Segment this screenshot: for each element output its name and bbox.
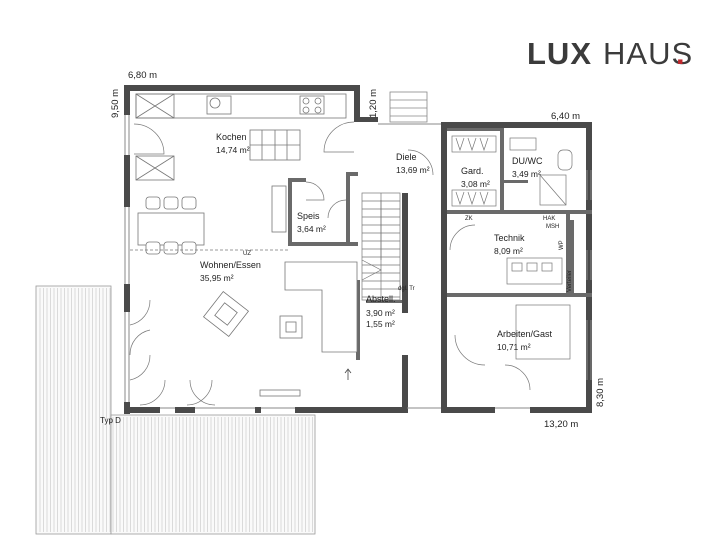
dim-left-side: 9,50 m [110,89,121,118]
room-technik-name: Technik [494,233,525,243]
room-gard-name: Gard. [461,166,484,176]
terrace [35,285,316,535]
room-wohnen-name: Wohnen/Essen [200,260,261,270]
staircase [361,192,401,301]
living-furniture [202,185,358,397]
label-hak: HAK [543,216,555,222]
dim-top-left: 6,80 m [128,70,157,81]
entry-arrow-icon [344,368,352,380]
dining-table [130,196,288,255]
label-zk: ZK [465,216,473,222]
label-dgl: dgl. Tr [398,286,415,292]
room-technik-area: 8,09 m² [494,246,523,256]
interior-walls [288,128,592,360]
room-abstell-area2: 1,55 m² [366,319,395,329]
dim-top-right: 6,40 m [551,111,580,122]
doors [129,121,531,406]
brand-logo: LUX HAUS . [0,0,720,80]
exterior-walls [124,85,592,414]
room-arbeiten-area: 10,71 m² [497,342,531,352]
logo-haus: HAUS [603,36,694,71]
entrance-canopy [389,91,428,123]
dimension-labels: 6,80 m 9,50 m 1,20 m 6,40 m 8,30 m 13,20… [110,70,606,430]
room-diele-name: Diele [396,152,417,162]
dim-right-side: 8,30 m [595,378,606,407]
label-msh: MSH [546,224,559,230]
logo-lux: LUX [527,36,592,71]
room-abstell-name: Abstell. [366,294,396,304]
room-diele-area: 13,69 m² [396,165,430,175]
label-wp: WP [559,240,565,250]
room-kochen-area: 14,74 m² [216,145,250,155]
label-verteiler: Verteiler [567,270,573,292]
annotations: Typ D dgl. Tr UZ HAK MSH WP Verteiler ZK [100,216,573,425]
kitchen-counter [135,93,347,181]
room-duwc-area: 3,49 m² [512,169,541,179]
label-uz: UZ [243,251,251,257]
room-speis-area: 3,64 m² [297,224,326,234]
room-duwc-name: DU/WC [512,156,543,166]
label-typ: Typ D [100,416,121,425]
fixtures [451,135,573,360]
room-labels: Kochen 14,74 m² Diele 13,69 m² Gard. 3,0… [200,132,553,352]
room-kochen-name: Kochen [216,132,247,142]
room-gard-area: 3,08 m² [461,179,490,189]
dim-middle: 1,20 m [368,89,379,118]
windows [124,115,592,409]
logo-dot: . [676,36,685,71]
dim-bottom-right: 13,20 m [544,419,578,430]
room-abstell-area1: 3,90 m² [366,308,395,318]
room-wohnen-area: 35,95 m² [200,273,234,283]
room-speis-name: Speis [297,211,320,221]
room-arbeiten-name: Arbeiten/Gast [497,329,553,339]
